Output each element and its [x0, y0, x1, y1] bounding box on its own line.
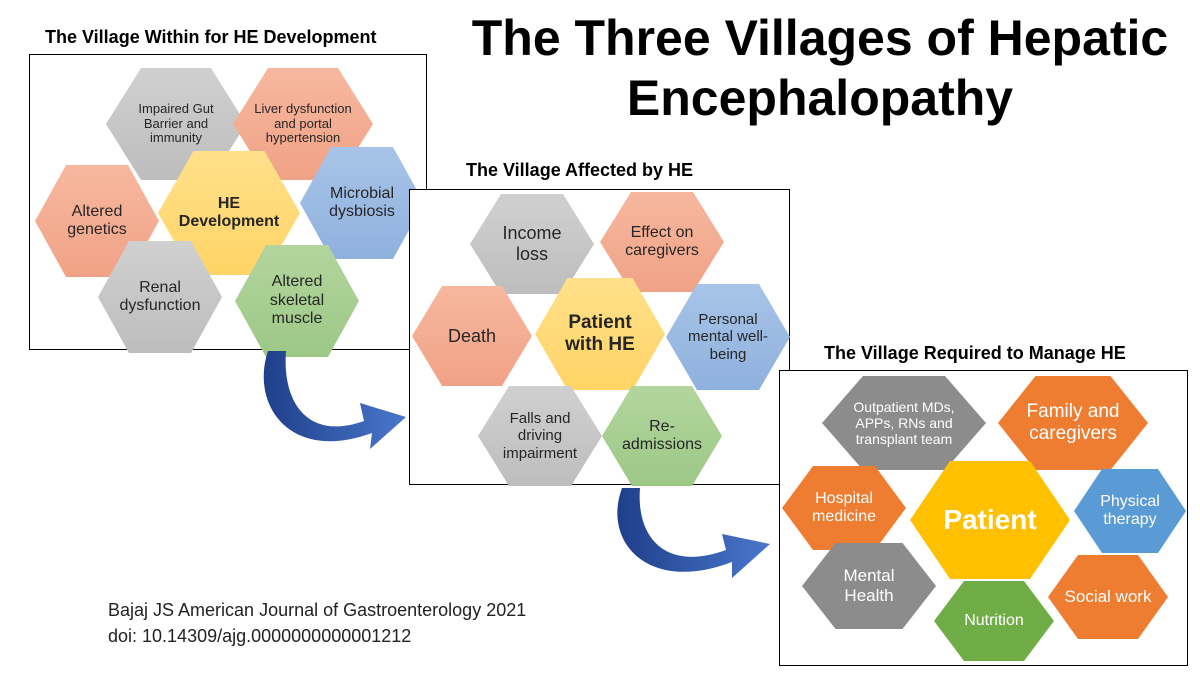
hex-falls-driving: Falls and driving impairment — [478, 386, 602, 486]
curved-arrow-icon — [263, 351, 406, 449]
hex-patient: Patient — [910, 461, 1070, 579]
hex-outpatient-team: Outpatient MDs, APPs, RNs and transplant… — [822, 376, 986, 470]
citation: Bajaj JS American Journal of Gastroenter… — [108, 597, 526, 649]
citation-doi: doi: 10.14309/ajg.0000000000001212 — [108, 626, 412, 646]
panel-affected-title: The Village Affected by HE — [466, 160, 694, 180]
curved-arrow-icon — [617, 488, 770, 578]
panel-within: Impaired Gut Barrier and immunity Liver … — [29, 54, 427, 357]
panel-manage-title: The Village Required to Manage HE — [824, 343, 1126, 363]
hex-patient-with-he: Patient with HE — [535, 278, 665, 390]
hex-effect-caregivers: Effect on caregivers — [600, 192, 724, 292]
hex-renal-dysfunction: Renal dysfunction — [98, 241, 222, 353]
panel-within-title: The Village Within for HE Development — [45, 27, 377, 47]
hex-mental-wellbeing: Personal mental well-being — [666, 284, 790, 390]
citation-line-1: Bajaj JS American Journal of Gastroenter… — [108, 600, 527, 620]
panel-manage: Outpatient MDs, APPs, RNs and transplant… — [779, 370, 1188, 666]
hex-family-caregivers: Family and caregivers — [998, 376, 1148, 470]
hex-readmissions: Re-admissions — [602, 386, 722, 486]
hex-nutrition: Nutrition — [934, 581, 1054, 661]
hex-death: Death — [412, 286, 532, 386]
panel-affected: Income loss Effect on caregivers Death P… — [409, 189, 790, 486]
main-title: The Three Villages of Hepatic Encephalop… — [471, 10, 1169, 126]
hex-social-work: Social work — [1048, 555, 1168, 639]
hex-mental-health: Mental Health — [802, 543, 936, 629]
hex-hospital-medicine: Hospital medicine — [782, 466, 906, 550]
hex-physical-therapy: Physical therapy — [1074, 469, 1186, 553]
